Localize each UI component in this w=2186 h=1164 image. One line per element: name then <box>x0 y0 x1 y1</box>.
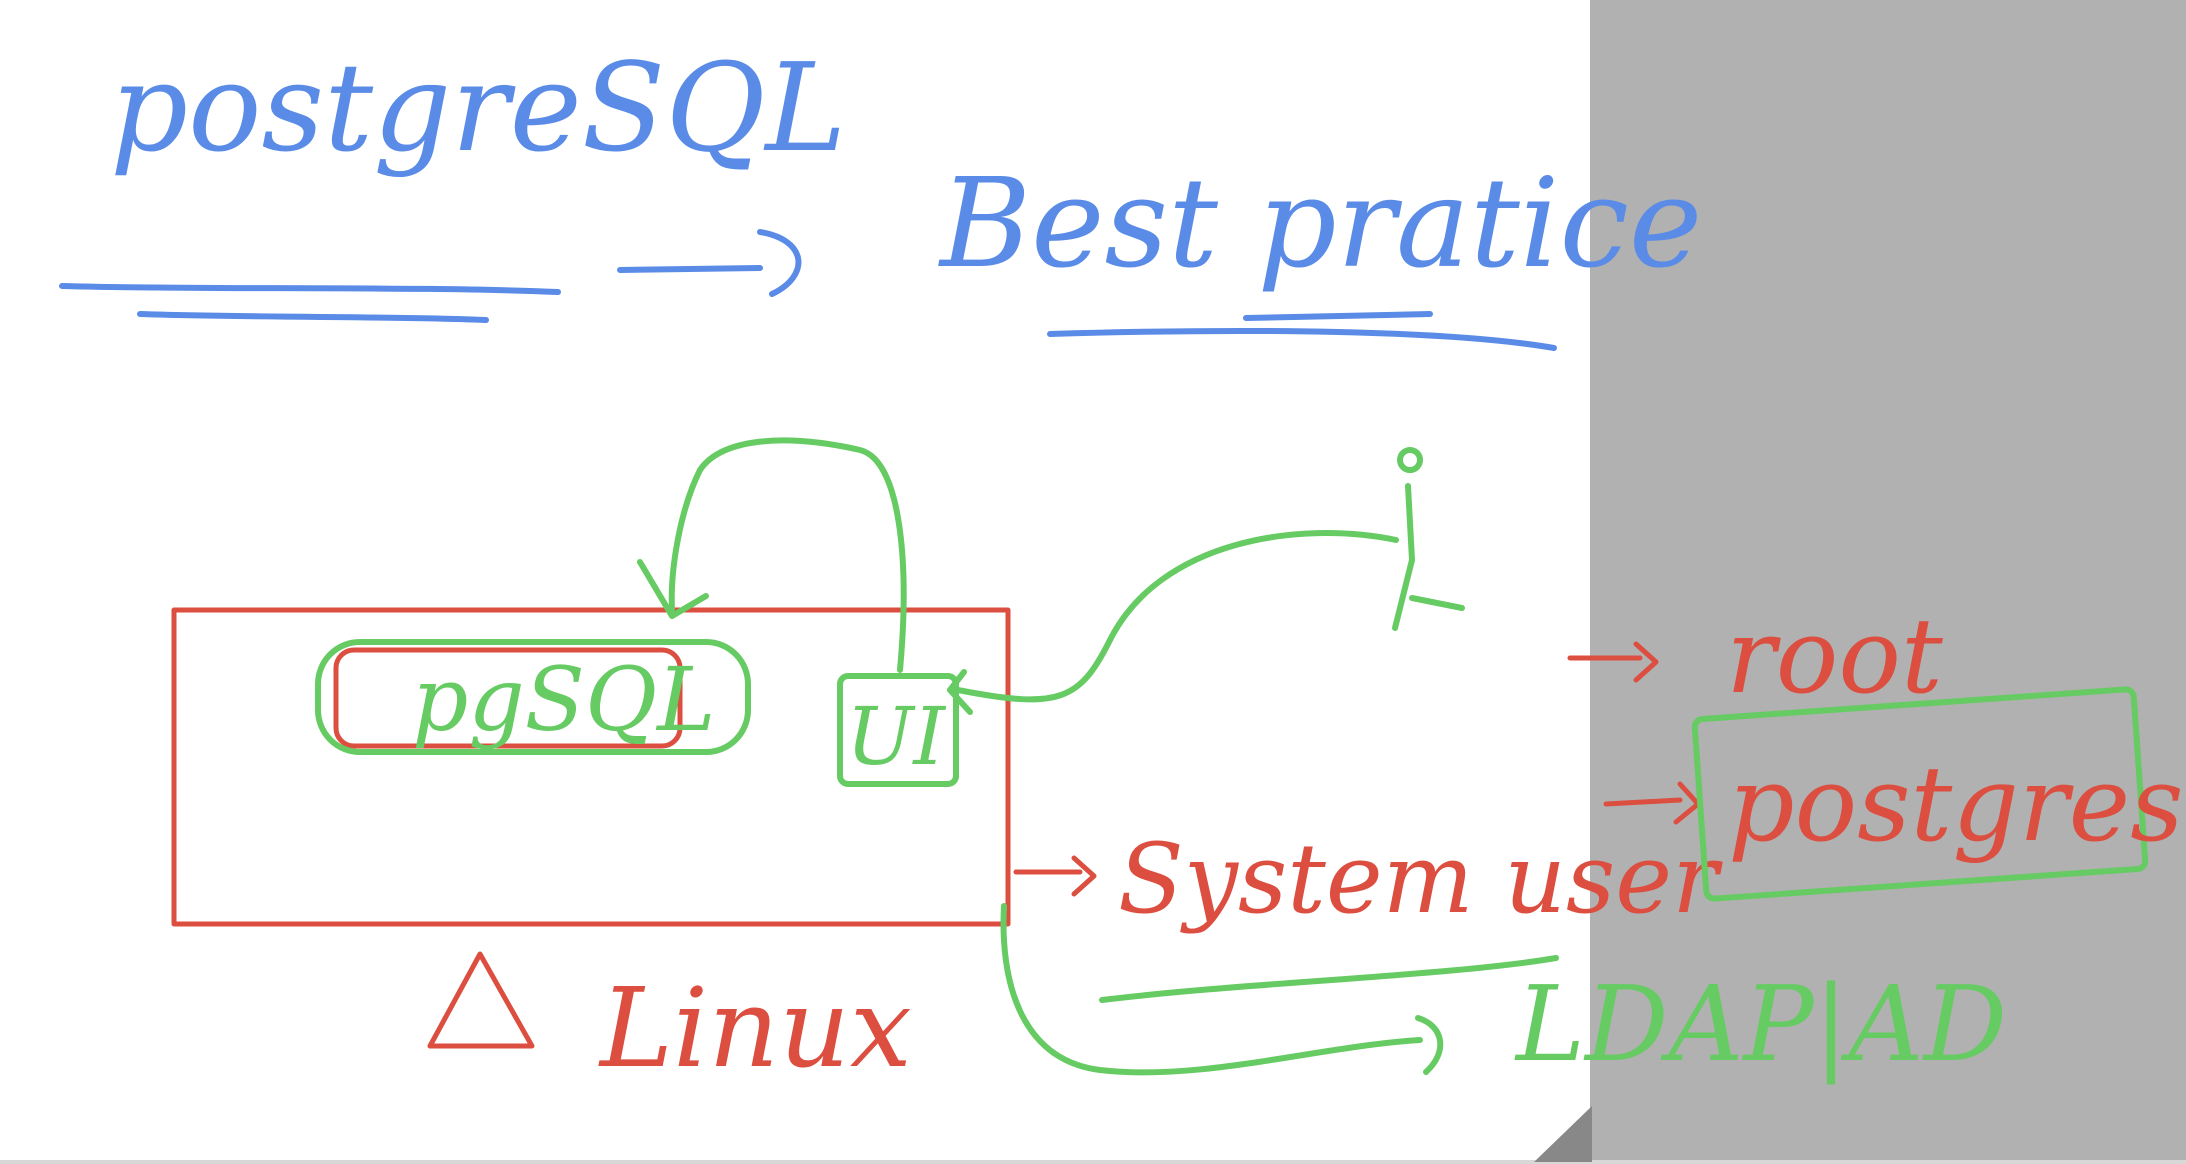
user-to-ui-arrow <box>947 530 1399 715</box>
best-practice-text: Best pratice <box>938 152 1702 296</box>
ui-to-pgsql-arrow <box>668 437 907 673</box>
page-curl-icon[interactable] <box>1534 1106 1592 1162</box>
linux-server-box <box>171 607 1011 927</box>
ui-box <box>837 673 959 787</box>
triangle-icon <box>427 951 535 1049</box>
best-practice-underline-2 <box>1243 311 1433 321</box>
pgsql-red-box <box>333 647 683 749</box>
postgres-green-box <box>1691 686 2149 902</box>
side-panel <box>1590 0 2186 1164</box>
whiteboard-canvas[interactable] <box>0 0 1590 1164</box>
best-practice-underline <box>1047 327 1557 351</box>
postgres-label: postgres <box>1728 743 2184 865</box>
pgsql-green-box <box>315 639 751 755</box>
person-stick-icon <box>1392 447 1465 631</box>
ldap-arrow <box>1000 903 1444 1076</box>
title-text: postgreSQL <box>110 37 846 179</box>
system-user-underline <box>1099 955 1559 1003</box>
ldap-label: LDAP|AD <box>1514 963 2007 1085</box>
title-arrow <box>617 229 802 297</box>
title-underline-2 <box>137 311 489 323</box>
ui-label: UI <box>846 690 946 783</box>
postgres-arrow <box>1603 781 1701 825</box>
system-user-arrow <box>1013 855 1097 897</box>
pgsql-label: pgSQL <box>412 648 716 751</box>
root-arrow <box>1567 641 1659 683</box>
bottom-border <box>0 1160 2186 1164</box>
linux-label: Linux <box>598 964 912 1092</box>
root-label: root <box>1726 595 1943 717</box>
ui-to-pgsql-arrowhead <box>637 559 709 619</box>
title-underline-1 <box>59 283 561 295</box>
system-user-label: System user <box>1118 823 1723 935</box>
